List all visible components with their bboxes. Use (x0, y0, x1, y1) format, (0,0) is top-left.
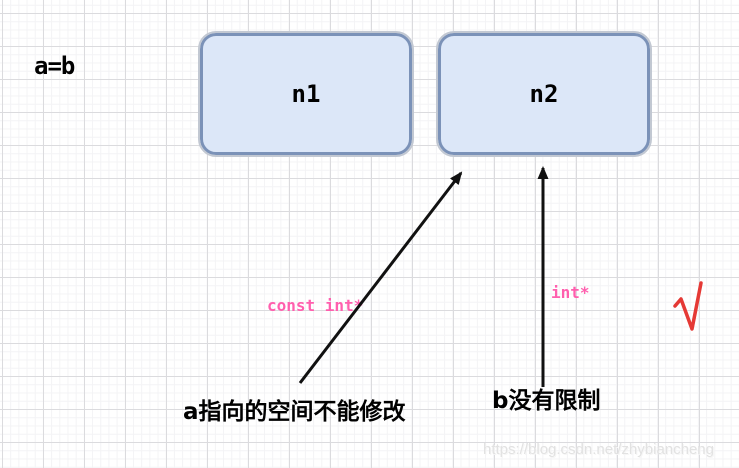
arrow-const-pointer (298, 171, 463, 384)
node-n2: n2 (436, 31, 652, 157)
caption-int-pointer: b没有限制 (492, 388, 601, 414)
node-n1-label: n1 (291, 80, 321, 108)
caption-const-pointer: a指向的空间不能修改 (183, 399, 406, 425)
watermark: https://blog.csdn.net/zhybiancheng (483, 441, 714, 458)
equation-label: a=b (34, 52, 75, 80)
pointer-type-label-int: int* (551, 283, 590, 302)
pointer-type-label-const: const int* (267, 296, 364, 315)
node-n2-label: n2 (529, 80, 559, 108)
node-n1: n1 (198, 31, 414, 157)
checkmark-icon (673, 281, 703, 331)
